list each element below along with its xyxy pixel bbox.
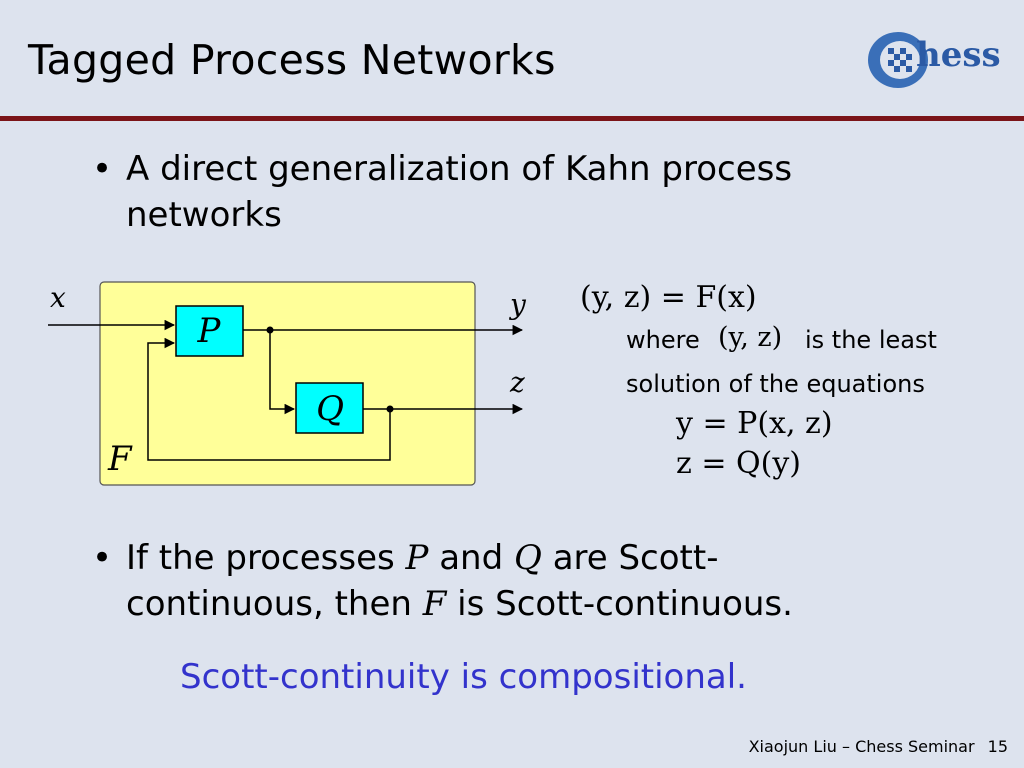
input-x-label: x [50,281,66,314]
bullet-1-line-2: networks [126,195,282,235]
process-q-box [295,382,364,434]
bullet-2-text-b: and [439,538,504,578]
highlight-statement: Scott-continuity is compositional. [180,657,747,697]
bullet-2-text-a: If the processes [126,538,395,578]
footer-text: Xiaojun Liu – Chess Seminar [748,737,975,756]
bullet-1-line-1: A direct generalization of Kahn process [126,149,793,189]
where-suffix: is the least [805,326,937,354]
slide-footer: Xiaojun Liu – Chess Seminar 15 [749,737,1008,756]
composite-f-label: F [107,439,133,479]
process-p-box [175,305,244,357]
output-z-label: z [509,366,525,399]
where-tuple: (y, z) [718,322,783,353]
composite-box [99,281,476,486]
process-network-diagram: x P y Q z F [48,281,527,486]
output-y-label: y [508,288,527,321]
title-rule [0,116,1024,121]
bullet-2-text-e: is Scott-continuous. [457,584,793,624]
equation-z: z = Q(y) [676,446,801,481]
process-q-label: Q [316,389,344,429]
chess-logo-icon: hess [868,32,1001,88]
chess-logo-text: hess [916,35,1001,75]
solution-text: solution of the equations [626,370,925,398]
bullet-marker-1: • [92,149,113,189]
bullet-2-text-d: continuous, then [126,584,412,624]
process-p-label: P [197,311,222,351]
bullet-marker-2: • [92,538,113,578]
bullet-2-p: P [405,538,429,578]
bullet-2-q: Q [514,538,542,578]
equation-y: y = P(x, z) [676,406,833,441]
main-equation: (y, z) = F(x) [580,280,757,315]
bullet-2-f: F [422,584,447,624]
where-prefix: where [626,326,700,354]
page-number: 15 [987,737,1008,756]
bullet-2-line-2: continuous, then F is Scott-continuous. [126,581,793,627]
slide-title: Tagged Process Networks [28,36,556,84]
bullet-2-line-1: If the processes P and Q are Scott- [126,535,719,581]
bullet-2-text-c: are Scott- [552,538,719,578]
